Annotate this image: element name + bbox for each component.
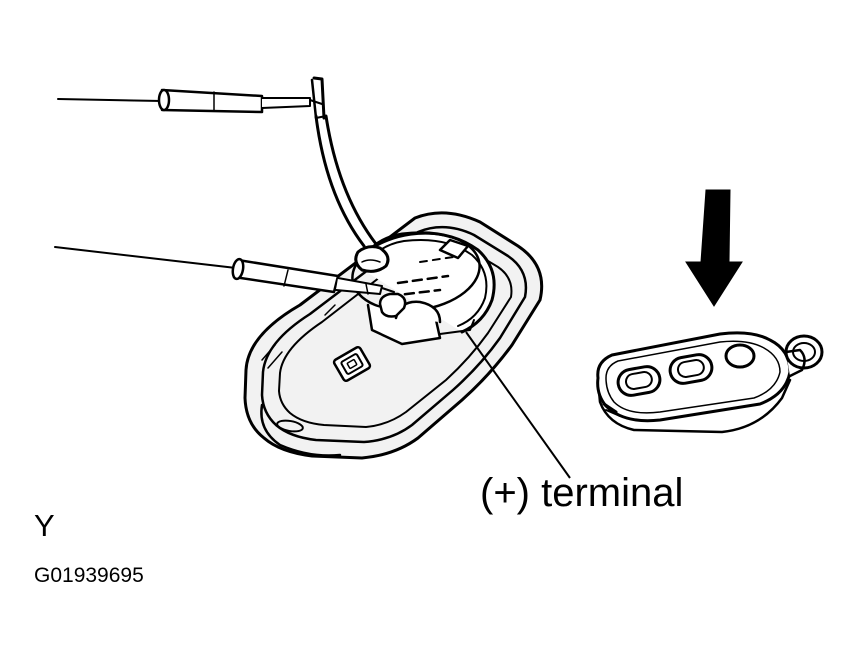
terminal-leader-line (465, 331, 571, 479)
test-probe-icon (57, 88, 323, 114)
down-arrow-icon (685, 189, 743, 307)
test-probe-icon (54, 246, 407, 318)
view-letter: Y (34, 508, 55, 543)
probe-lead (310, 76, 390, 273)
terminal-label: (+) terminal (480, 471, 684, 515)
key-fob-icon (596, 331, 824, 434)
figure-code: G01939695 (34, 564, 144, 587)
